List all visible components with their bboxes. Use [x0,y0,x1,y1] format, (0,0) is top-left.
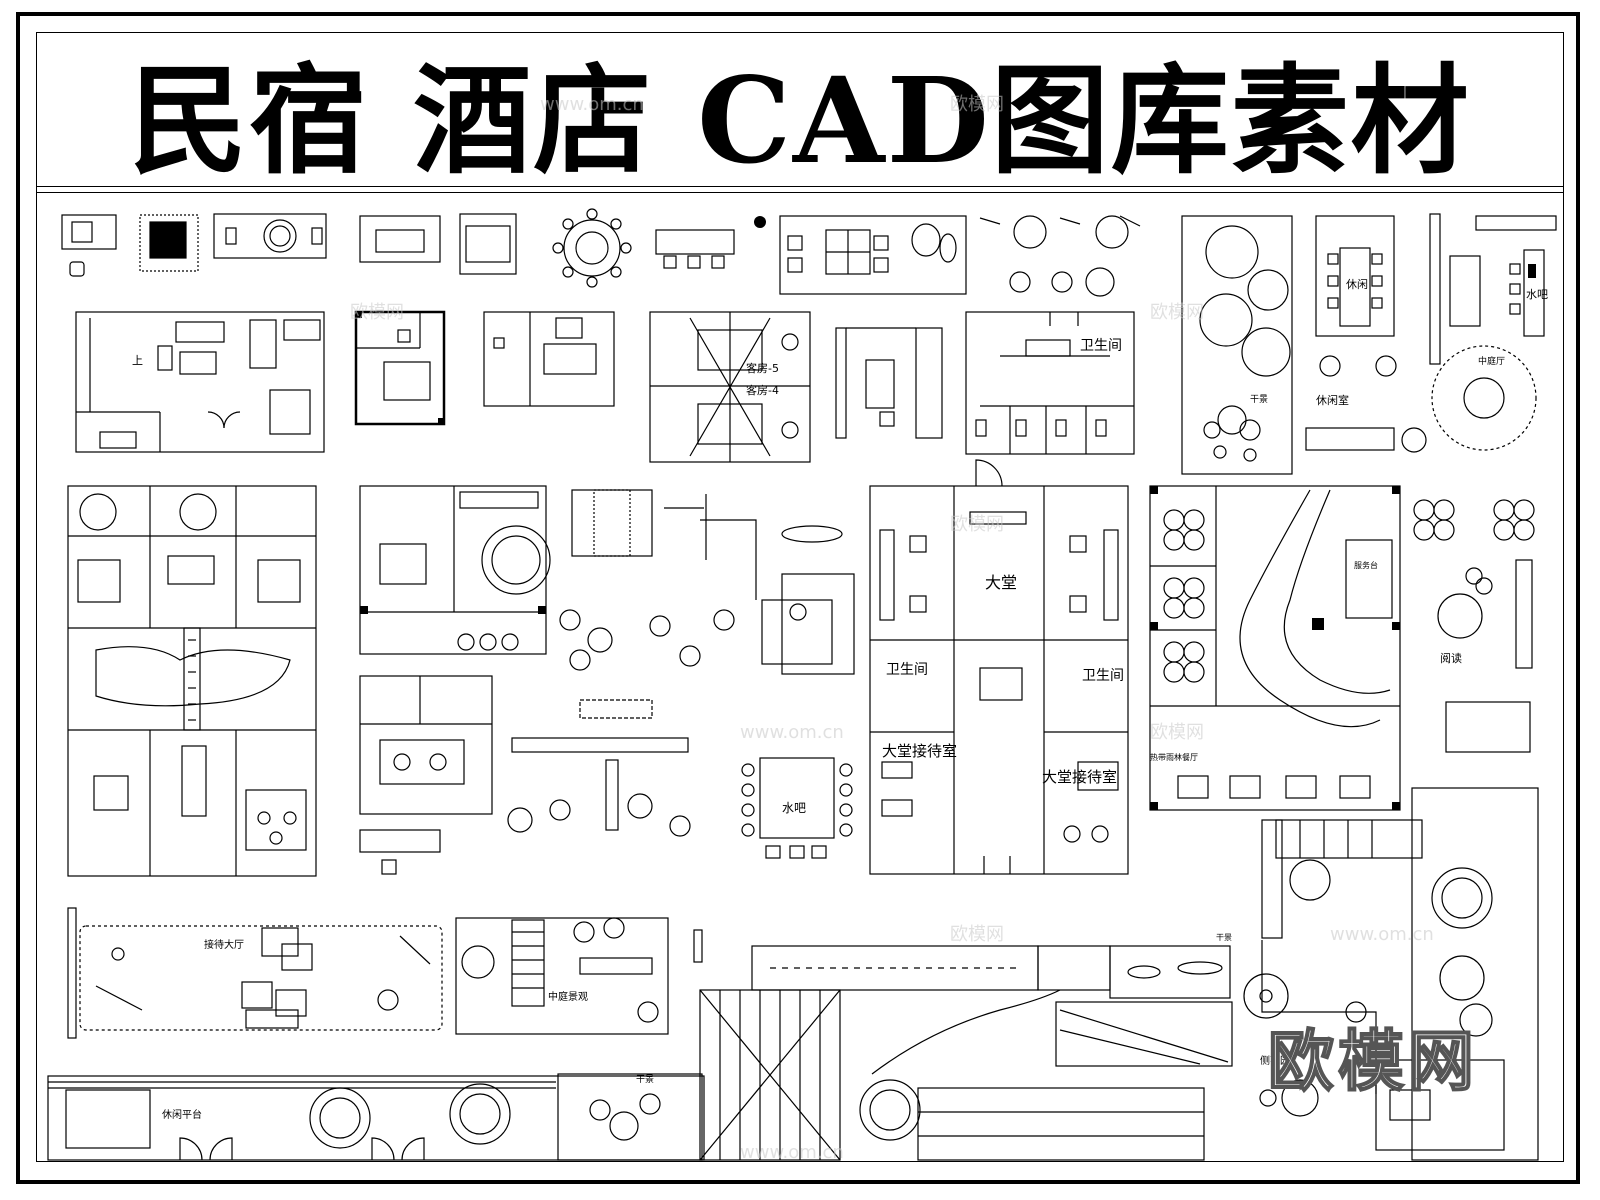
landscape-pieces [507,489,855,837]
watermark-cn-6: 欧模网 [950,924,1004,945]
label-lobby: 大堂 [985,573,1017,592]
waterbar-block [1429,213,1557,451]
title-rule-top [36,186,1564,187]
label-leisure-platform: 休闲平台 [162,1108,202,1121]
label-courtyard-landscape: 中庭景观 [548,990,588,1003]
label-reading: 阅读 [1440,651,1462,665]
label-dry-scene: 干景 [1250,394,1268,405]
guest-room-plan-5 [359,675,493,815]
courtyard-landscape-plan [455,917,669,1035]
title-part-hotel: 酒店 [413,50,654,190]
double-guest-room-plan [649,311,811,463]
label-restroom-right: 卫生间 [1082,668,1124,684]
title-part-cad-library: CAD图库素材 [697,50,1471,190]
reception-desk-small [359,829,441,875]
solid-accents [356,216,1536,810]
reading-corner [1413,499,1535,753]
guest-room-plan-4 [359,485,551,655]
watermark-cn-3: 欧模网 [1150,302,1204,323]
plant-cluster-top [979,215,1141,297]
lobby-plan [869,459,1129,875]
label-lobby-reception-right: 大堂接待室 [1042,768,1117,786]
outer-frame [16,12,1580,1184]
watermark-cn-4: 欧模网 [950,514,1004,535]
page-title: 民宿 酒店 CAD图库素材 [36,36,1564,190]
label-water-bar-center: 水吧 [782,801,806,815]
office-plan [835,327,943,439]
label-up: 上 [132,354,143,367]
label-lounge: 休闲 [1346,277,1368,291]
label-service-desk: 服务台 [1354,560,1378,570]
label-guest-room-5: 客房-5 [746,361,779,375]
watermark-cn-2: 欧模网 [350,302,404,323]
label-dry-scene-bottom: 干景 [636,1074,654,1085]
watermark-site-4: www.om.cn [740,1142,844,1163]
suite-plan-1 [75,311,325,453]
title-part-homestay: 民宿 [129,50,370,190]
reception-hall-plan [67,907,443,1039]
leisure-platform-plan [47,1073,705,1161]
courtyard-garden-block [1181,215,1293,475]
watermark-site-3: www.om.cn [1330,924,1434,945]
label-lounge-room: 休闲室 [1316,393,1349,407]
inner-frame [36,32,1564,1162]
water-bar-table [741,757,853,859]
label-dry-scene-right: 干景 [1216,933,1232,942]
villa-plan [67,485,317,877]
restroom-plan-top [965,311,1135,455]
label-side-garden: 侧花园 [1260,1054,1290,1067]
furniture-row [61,208,967,295]
watermark-site-1: www.om.cn [540,94,644,115]
label-restroom: 卫生间 [1080,338,1122,354]
label-rainforest-restaurant: 热带雨林餐厅 [1150,752,1198,762]
watermark-cn-1: 欧模网 [950,94,1004,115]
lounge-block [1305,215,1427,453]
guest-room-plan-2 [354,310,446,426]
label-water-bar: 水吧 [1526,288,1548,301]
rainforest-restaurant-plan [1149,485,1401,811]
label-courtyard-hall: 中庭厅 [1478,355,1505,367]
watermark-cn-5: 欧模网 [1150,722,1204,743]
brand-watermark: 欧模网 [1267,1022,1478,1101]
title-rule-bottom [36,192,1564,193]
label-lobby-reception-left: 大堂接待室 [882,742,957,760]
label-guest-room-4: 客房-4 [746,383,779,397]
guest-room-plan-3 [483,311,615,407]
label-reception-hall: 接待大厅 [204,938,244,951]
watermark-site-2: www.om.cn [740,722,844,743]
garden-deck-plan [693,787,1539,1161]
label-restroom-left: 卫生间 [886,662,928,678]
